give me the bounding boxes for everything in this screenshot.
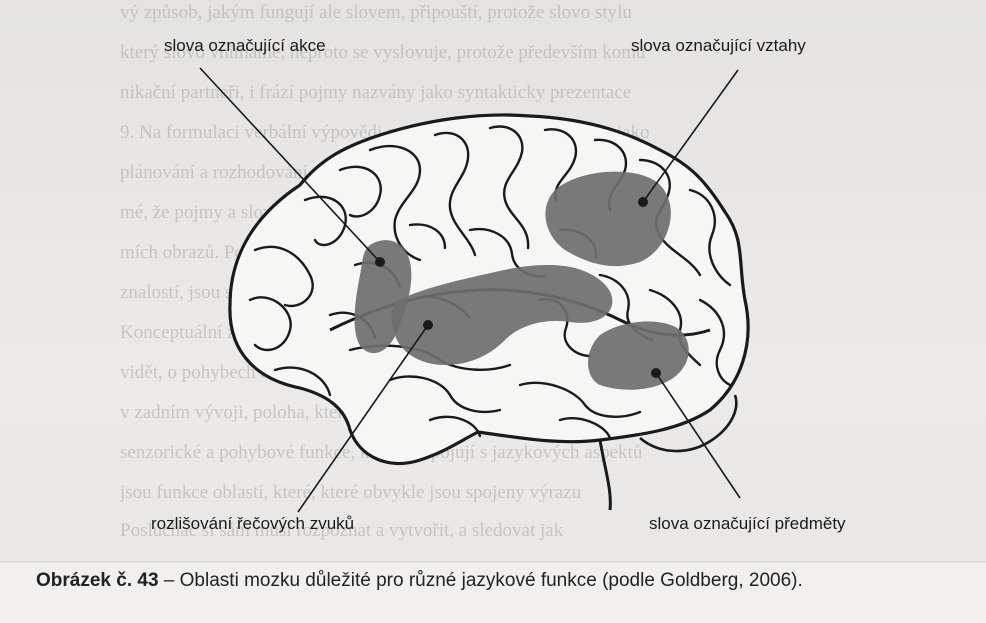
label-object-words: slova označující předměty (649, 514, 846, 534)
caption-text: – Oblasti mozku důležité pro různé jazyk… (159, 570, 803, 591)
brainstem (600, 440, 610, 510)
label-speech-sounds: rozlišování řečových zvuků (151, 514, 354, 534)
caption-prefix: Obrázek č. 43 (36, 570, 159, 591)
figure-caption: Obrázek č. 43 – Oblasti mozku důležité p… (36, 570, 803, 592)
label-relation-words: slova označující vztahy (631, 36, 806, 56)
label-action-words: slova označující akce (164, 36, 326, 56)
